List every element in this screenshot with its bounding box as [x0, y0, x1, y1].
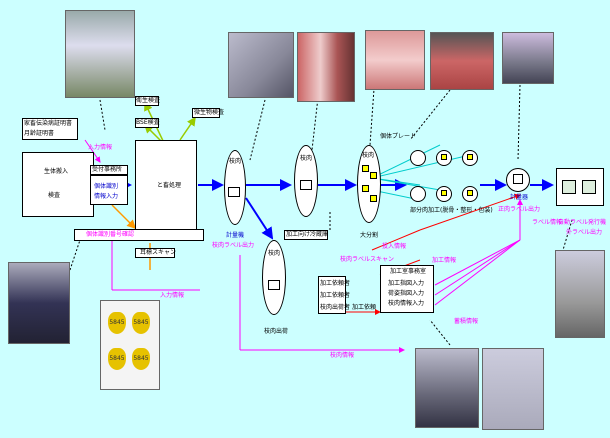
slaughter-label: と畜処理	[157, 182, 181, 189]
processing-input2-label: 荷姿指図入力	[388, 290, 424, 297]
ear-tag-scan-label: 耳標スキャン	[140, 249, 176, 256]
input-info-bottom-label: 入力情報	[160, 292, 184, 299]
reception-office-label: 受付事務所	[92, 166, 122, 173]
ear-tag: 5845	[108, 348, 126, 370]
label-machine-icon	[562, 180, 576, 194]
scale-label: 計量機	[226, 232, 244, 239]
carcass-info-label: 枝肉情報	[330, 352, 354, 359]
processing-storage-label: 加工向け冷蔵庫	[286, 231, 328, 238]
carcass-icon-c	[268, 280, 280, 290]
auto-label-machine-label: 自動ラベル発行機	[558, 219, 606, 226]
outer-label-output: 外ラベル出力	[566, 229, 602, 236]
main-label-output: 正肉ラベル出力	[498, 206, 540, 213]
partial-processing-label: 部分肉加工(脱骨・整形・包装)	[410, 207, 493, 214]
input-info-top-label: 入力情報	[88, 144, 112, 151]
carcass-label-d: 枝肉	[362, 152, 374, 159]
photo-carcass-hanging	[297, 32, 355, 102]
processing-circle	[410, 186, 426, 202]
scale-icon	[228, 187, 240, 197]
processing-receive1-label: 加工依頼者	[320, 280, 350, 287]
input-info-mid-label: 投入情報	[382, 243, 406, 250]
photo-screen-ui	[482, 348, 544, 430]
label-machine-icon	[582, 180, 596, 194]
processing-receive2-label: 加工依頼者	[320, 292, 350, 299]
origin-cert-label: 家畜伝染病証明書	[24, 120, 72, 127]
meter-icon	[513, 174, 523, 184]
individual-id-label: 個体識別	[94, 183, 118, 190]
carcass-label-scan: 枝肉ラベルスキャン	[340, 256, 394, 263]
processing-request-label: 加工依頼	[352, 304, 376, 311]
ear-tag: 5845	[108, 312, 126, 334]
carcass-label-a: 枝肉	[229, 158, 241, 165]
photo-office-terminal	[415, 348, 479, 428]
photo-reception-office	[65, 10, 135, 98]
big-split-label: 大分割	[360, 232, 378, 239]
bse-test-label: BSE検査	[136, 119, 160, 126]
live-receive-box	[22, 152, 94, 217]
carcass-label-b: 枝肉	[300, 155, 312, 162]
ear-tag: 5845	[132, 348, 150, 370]
carcass-shipping-label: 枝肉出荷	[264, 328, 288, 335]
photo-scale-machine	[228, 32, 294, 98]
ear-tag: 5845	[132, 312, 150, 334]
plate-icon	[467, 190, 473, 196]
plate-icon	[441, 154, 447, 160]
inspection-label: 検査	[48, 192, 60, 199]
carcass-label-c: 枝肉	[268, 250, 280, 257]
id-confirm-label: 個体識別番号確認	[86, 231, 134, 238]
health-test-label: 衛生検査	[136, 97, 160, 104]
photo-weighing	[502, 32, 554, 84]
id-plate-label: 個体プレート	[380, 133, 416, 140]
processing-office-label: 加工室事務室	[390, 268, 426, 275]
plate-icon	[467, 154, 473, 160]
carcass-icon-b	[300, 180, 312, 190]
id-input-box	[90, 175, 128, 205]
photo-id-terminal	[8, 262, 70, 344]
meter-label: 計量器	[510, 194, 528, 201]
split-icon	[370, 195, 377, 202]
processing-input1-label: 加工指図入力	[388, 280, 424, 287]
live-receive-label: 生体搬入	[44, 168, 68, 175]
photo-label-machine	[555, 250, 605, 338]
photo-partial-meat	[430, 32, 494, 90]
plate-icon	[441, 190, 447, 196]
process-info-label: 加工情報	[432, 257, 456, 264]
processing-circle	[410, 150, 426, 166]
split-icon	[362, 185, 369, 192]
photo-ear-tags	[100, 300, 160, 390]
sanitary-test-label: 微生物検査	[194, 109, 224, 116]
photo-carcass-split	[365, 30, 425, 90]
processing-receive3-label: 枝肉出荷者	[320, 304, 350, 311]
accumulated-info-label: 蓄積情報	[454, 318, 478, 325]
carcass-label-output: 枝肉ラベル出力	[212, 242, 254, 249]
split-icon	[362, 165, 369, 172]
origin-cert2-label: 月齢証明書	[24, 130, 54, 137]
split-icon	[370, 172, 377, 179]
processing-input3-label: 枝肉情報入力	[388, 300, 424, 307]
info-input-label: 情報入力	[94, 193, 118, 200]
